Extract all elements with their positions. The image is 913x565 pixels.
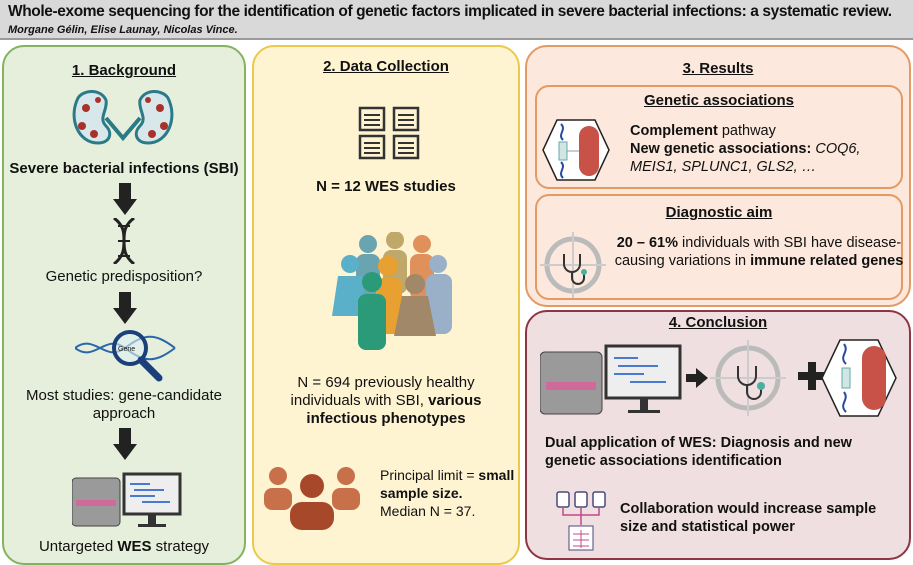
gene-bacteria-icon (821, 339, 897, 417)
authors: Morgane Gélin, Elise Launay, Nicolas Vin… (8, 24, 235, 36)
sequencer-computer-icon (72, 472, 182, 527)
stethoscope-target-icon (710, 340, 786, 416)
predisposition-label: Genetic predisposition? (45, 268, 203, 285)
sbi-label: Severe bacterial infections (SBI) (9, 160, 239, 177)
diagnostic-aim-heading: Diagnostic aim (665, 204, 773, 221)
people-group-icon (332, 232, 452, 350)
collaboration-documents-icon (556, 491, 606, 551)
stethoscope-target-icon (540, 232, 606, 298)
small-group-icon (264, 467, 360, 530)
arrow-down-icon (113, 292, 137, 324)
collaboration-text: Collaboration would increase sample size… (620, 501, 877, 535)
diagnostic-aim-box (535, 194, 903, 300)
data-collection-heading: 2. Data Collection (323, 58, 449, 75)
header: Whole-exome sequencing for the identific… (0, 0, 913, 40)
dna-icon (112, 218, 136, 264)
results-heading: 3. Results (682, 60, 754, 77)
arrow-right-icon (686, 368, 708, 388)
conclusion-graphic (540, 339, 897, 417)
gene-label: Gene (118, 346, 136, 353)
gene-bacteria-icon (542, 119, 610, 181)
arrow-down-icon (113, 183, 137, 215)
conclusion-heading: 4. Conclusion (668, 314, 768, 331)
kidneys-icon (72, 90, 174, 145)
documents-icon (358, 106, 420, 160)
sequencer-computer-icon (540, 344, 682, 415)
genetic-associations-heading: Genetic associations (643, 92, 795, 109)
arrow-down-icon (113, 428, 137, 460)
diagnostic-text: 20 – 61% individuals with SBI have disea… (614, 235, 904, 269)
limit-text: Principal limit = small sample size.Medi… (380, 467, 515, 519)
gene-magnifier-icon (75, 330, 176, 382)
studies-label: Most studies: gene-candidate approach (26, 387, 222, 422)
dual-application-text: Dual application of WES: Diagnosis and n… (545, 435, 852, 469)
plus-icon (798, 362, 826, 390)
background-heading: 1. Background (71, 62, 177, 79)
n-studies: N = 12 WES studies (316, 178, 456, 195)
title: Whole-exome sequencing for the identific… (8, 3, 892, 20)
n-individuals: N = 694 previously healthy individuals w… (290, 374, 482, 427)
strategy-label: Untargeted WES strategy (38, 538, 210, 555)
